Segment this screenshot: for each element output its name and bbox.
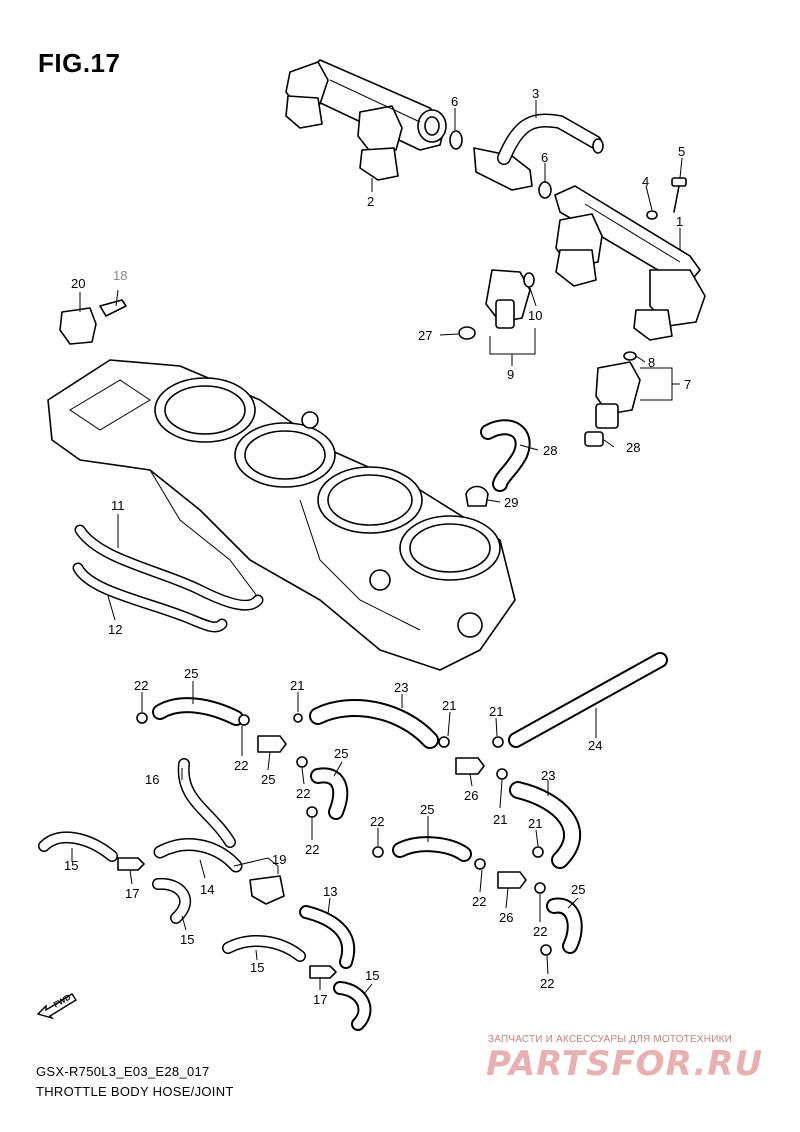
callout-21e: 21 bbox=[528, 816, 542, 831]
callout-21b: 21 bbox=[442, 698, 456, 713]
fuel-rail-1 bbox=[554, 177, 706, 341]
callout-9: 9 bbox=[507, 367, 514, 382]
figure-code: GSX-R750L3_E03_E28_017 bbox=[36, 1064, 210, 1079]
callout-22b: 22 bbox=[234, 758, 248, 773]
callout-1: 1 bbox=[676, 214, 683, 229]
callout-5: 5 bbox=[678, 144, 685, 159]
callout-15c: 15 bbox=[250, 960, 264, 975]
callout-29: 28 bbox=[543, 443, 557, 458]
callout-25d: 25 bbox=[571, 882, 585, 897]
joint-pipe-assembly bbox=[449, 113, 604, 199]
callout-22e: 22 bbox=[370, 814, 384, 829]
callout-28a: 27 bbox=[418, 328, 432, 343]
watermark-brand: PARTSFOR.RU bbox=[486, 1044, 764, 1084]
callout-24: 24 bbox=[588, 738, 602, 753]
figure-name: THROTTLE BODY HOSE/JOINT bbox=[36, 1084, 234, 1099]
callout-10: 10 bbox=[528, 308, 542, 323]
callout-25a: 25 bbox=[184, 666, 198, 681]
callout-2: 2 bbox=[367, 194, 374, 209]
callout-12: 12 bbox=[108, 622, 122, 637]
callout-17b: 17 bbox=[313, 992, 327, 1007]
callout-25c: 25 bbox=[420, 802, 434, 817]
injector-7 bbox=[584, 351, 641, 447]
callout-22h: 22 bbox=[540, 976, 554, 991]
callout-22f: 22 bbox=[472, 894, 486, 909]
callout-23a: 23 bbox=[394, 680, 408, 695]
callout-6a: 6 bbox=[451, 94, 458, 109]
callout-21c: 21 bbox=[489, 704, 503, 719]
callout-8: 8 bbox=[648, 355, 655, 370]
figure-title: FIG.17 bbox=[38, 48, 121, 78]
callout-18: 18 bbox=[113, 268, 127, 283]
callout-28b: 28 bbox=[626, 440, 640, 455]
callout-15b: 15 bbox=[180, 932, 194, 947]
joints-clamps bbox=[117, 712, 552, 979]
callout-26a: 25 bbox=[261, 772, 275, 787]
callout-4: 4 bbox=[642, 174, 649, 189]
sensor-20 bbox=[59, 299, 127, 345]
callout-22a: 22 bbox=[134, 678, 148, 693]
callout-7: 7 bbox=[684, 377, 691, 392]
callout-27: 26 bbox=[464, 788, 478, 803]
callout-14: 14 bbox=[200, 882, 214, 897]
callout-17a: 17 bbox=[125, 886, 139, 901]
watermark-tagline: ЗАПЧАСТИ И АКСЕССУАРЫ ДЛЯ МОТОТЕХНИКИ bbox=[488, 1034, 733, 1045]
vacuum-hoses bbox=[38, 652, 668, 1031]
callout-21a: 21 bbox=[290, 678, 304, 693]
callout-labels: 1 2 3 4 5 6 6 7 8 9 10 11 12 13 14 15 15… bbox=[64, 86, 691, 1007]
callout-19: 19 bbox=[272, 852, 286, 867]
callout-3: 3 bbox=[532, 86, 539, 101]
hoses-11-12 bbox=[72, 524, 264, 633]
callout-15d: 15 bbox=[365, 968, 379, 983]
callout-30: 29 bbox=[504, 495, 518, 510]
callout-23b: 23 bbox=[541, 768, 555, 783]
callout-13: 13 bbox=[323, 884, 337, 899]
callout-25b: 25 bbox=[334, 746, 348, 761]
leader-lines bbox=[71, 100, 683, 995]
callout-6b: 6 bbox=[541, 150, 548, 165]
callout-22g: 22 bbox=[533, 924, 547, 939]
callout-11: 11 bbox=[111, 498, 125, 513]
throttle-body bbox=[47, 359, 516, 671]
callout-22c: 22 bbox=[296, 786, 310, 801]
callout-16: 16 bbox=[145, 772, 159, 787]
callout-15a: 15 bbox=[64, 858, 78, 873]
callout-22d: 22 bbox=[305, 842, 319, 857]
callout-21d: 21 bbox=[493, 812, 507, 827]
hose-29-clamp-30 bbox=[465, 419, 531, 507]
fwd-arrow-icon: FWD bbox=[34, 984, 84, 1025]
callout-26b: 26 bbox=[499, 910, 513, 925]
injector-9 bbox=[458, 269, 535, 340]
fuel-rail-2 bbox=[285, 59, 447, 181]
callout-20: 20 bbox=[71, 276, 85, 291]
